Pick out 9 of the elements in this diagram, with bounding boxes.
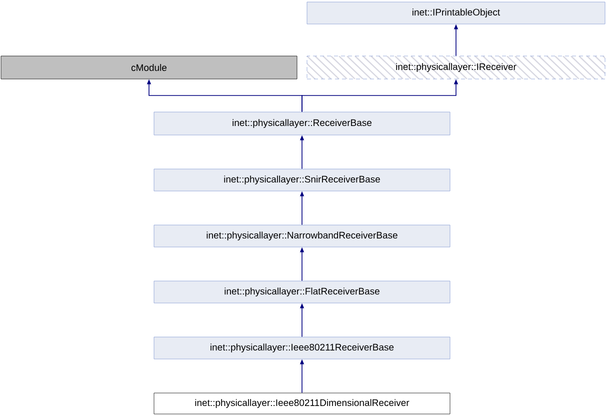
class-box: inet::physicallayer::FlatReceiverBase (154, 280, 450, 304)
class-box: inet::physicallayer::NarrowbandReceiverBase (154, 224, 450, 248)
class-box: cModule (0, 56, 298, 80)
class-box: inet::physicallayer::SnirReceiverBase (154, 168, 450, 192)
interface-box: inet::physicallayer::IReceiver (306, 56, 606, 80)
class-box: inet::physicallayer::ReceiverBase (154, 112, 450, 136)
class-box: inet::physicallayer::Ieee80211DimensionalReceiver (154, 392, 450, 414)
class-box: inet::physicallayer::Ieee80211ReceiverBase (154, 336, 450, 360)
class-box: inet::IPrintableObject (306, 2, 606, 24)
